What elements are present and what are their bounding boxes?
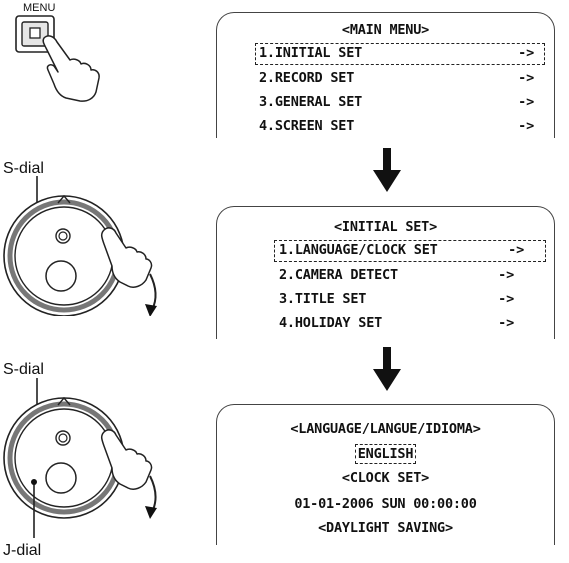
menu-button-icon [15,15,100,102]
down-arrow-icon [373,347,401,391]
language-value[interactable]: ENGLISH [354,444,417,464]
main-menu-title: <MAIN MENU> [341,22,430,38]
clock-heading: <CLOCK SET> [341,470,430,486]
language-clock-screen: <LANGUAGE/LANGUE/IDIOMA> ENGLISH <CLOCK … [216,404,555,545]
menu-item[interactable]: 1.LANGUAGE/CLOCK SET-> [279,242,524,258]
dial-icon [3,176,157,316]
selection-highlight [255,43,545,65]
clock-value[interactable]: 01-01-2006 SUN 00:00:00 [294,496,477,512]
s-dial-label: S-dial [3,361,44,378]
daylight-heading: <DAYLIGHT SAVING> [318,520,453,536]
s-dial-label: S-dial [3,160,44,177]
down-arrow-icon [373,148,401,192]
pointing-hand-icon [100,227,153,288]
rotate-arrow-icon [149,475,157,513]
language-value-row: ENGLISH [217,444,554,464]
menu-item[interactable]: 3.GENERAL SET-> [259,94,534,110]
menu-item[interactable]: 4.HOLIDAY SET-> [279,315,514,331]
initial-set-screen: <INITIAL SET> 1.LANGUAGE/CLOCK SET-> 2.C… [216,206,555,339]
pointing-hand-icon [42,35,100,102]
j-dial-label: J-dial [3,542,42,559]
pointing-hand-icon [100,429,153,490]
menu-item[interactable]: 1.INITIAL SET-> [259,45,534,61]
selection-highlight [274,240,546,262]
menu-item[interactable]: 2.CAMERA DETECT-> [279,267,514,283]
menu-item[interactable]: 2.RECORD SET-> [259,70,534,86]
initial-set-title: <INITIAL SET> [333,219,438,235]
language-heading: <LANGUAGE/LANGUE/IDIOMA> [290,421,481,437]
menu-item[interactable]: 4.SCREEN SET-> [259,118,534,134]
main-menu-screen: <MAIN MENU> 1.INITIAL SET-> 2.RECORD SET… [216,12,555,138]
menu-item[interactable]: 3.TITLE SET-> [279,291,514,307]
rotate-arrow-icon [149,273,157,311]
menu-button-label: MENU [23,2,56,14]
dial-icon [3,378,157,538]
